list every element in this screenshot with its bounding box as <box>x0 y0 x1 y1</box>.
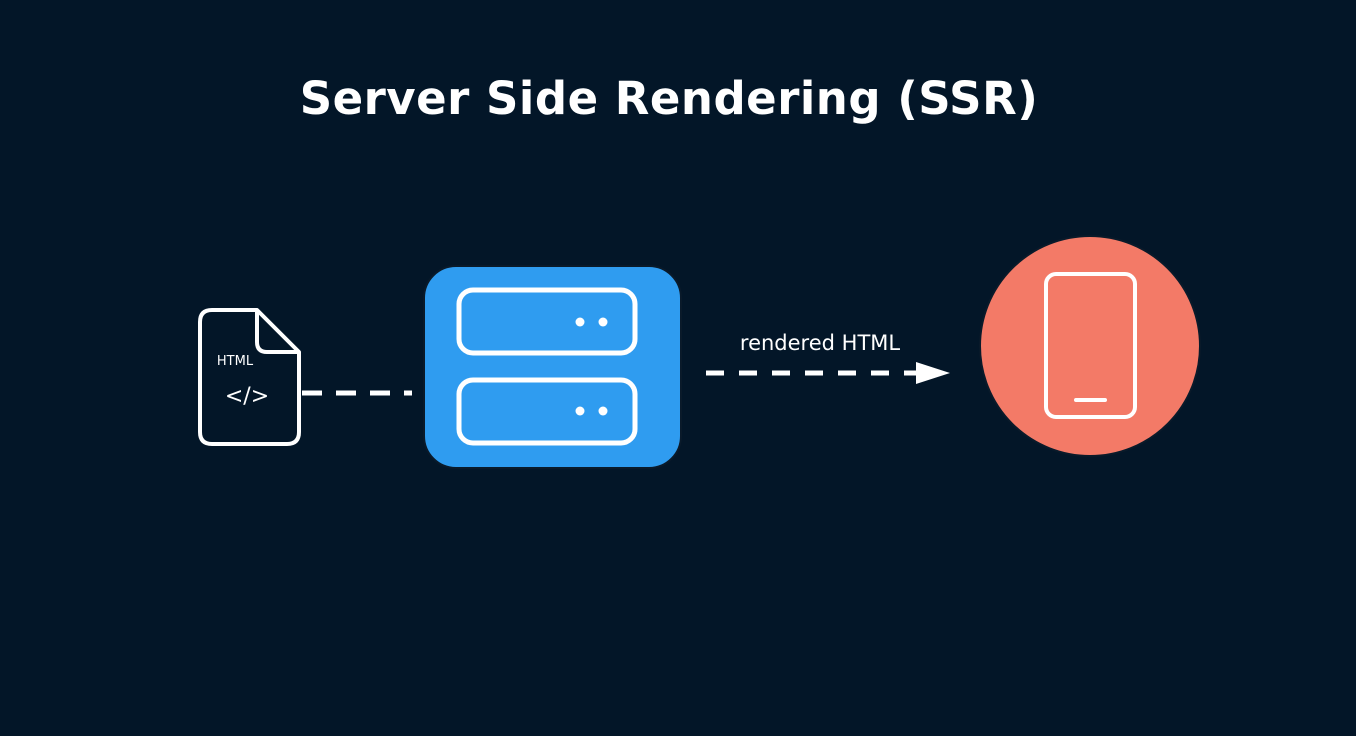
html-file-icon: HTML </> <box>198 308 301 446</box>
file-label: HTML <box>217 354 254 369</box>
mobile-phone-icon <box>979 235 1201 457</box>
diagram-title: Server Side Rendering (SSR) <box>299 72 1039 125</box>
code-glyph: </> <box>225 384 269 409</box>
server-to-client-arrow <box>706 362 950 384</box>
server-icon <box>423 265 682 469</box>
arrow-label: rendered HTML <box>740 331 900 355</box>
